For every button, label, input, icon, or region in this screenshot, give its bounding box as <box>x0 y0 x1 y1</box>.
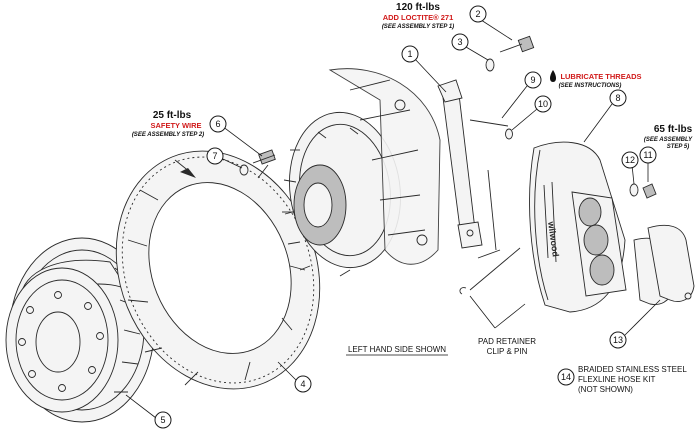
svg-text:PAD RETAINER: PAD RETAINER <box>478 337 536 346</box>
nut-torque-note: 65 ft-lbs (SEE ASSEMBLY STEP 5) <box>644 124 693 150</box>
svg-text:(SEE ASSEMBLY: (SEE ASSEMBLY <box>644 137 693 143</box>
rotor-bolt-part-6 <box>252 149 276 165</box>
caliper-stud-part-9 <box>469 119 509 259</box>
bolt-torque-note: 120 ft-lbs ADD LOCTITE® 271 (SEE ASSEMBL… <box>382 2 454 30</box>
svg-text:(NOT SHOWN): (NOT SHOWN) <box>578 385 633 394</box>
svg-text:SAFETY WIRE: SAFETY WIRE <box>150 121 201 130</box>
svg-text:7: 7 <box>212 151 217 161</box>
lubricate-note: LUBRICATE THREADS (SEE INSTRUCTIONS) <box>550 70 642 89</box>
callout-14: 14 <box>557 368 575 386</box>
pad-retainer-label: PAD RETAINER CLIP & PIN <box>478 337 536 356</box>
svg-text:65 ft-lbs: 65 ft-lbs <box>654 124 693 135</box>
caliper-part-8: wilwood <box>529 141 627 313</box>
svg-text:25 ft-lbs: 25 ft-lbs <box>153 110 192 121</box>
svg-text:9: 9 <box>530 75 535 85</box>
caliper-nut-part-11 <box>642 183 657 199</box>
rotor-washer-part-7 <box>239 164 249 176</box>
side-shown-label: LEFT HAND SIDE SHOWN <box>346 345 448 356</box>
callout-13: 13 <box>609 331 627 349</box>
caliper-bracket-part-1 <box>437 79 483 249</box>
svg-text:3: 3 <box>457 37 462 47</box>
callout-4: 4 <box>294 375 312 393</box>
svg-text:STEP 5): STEP 5) <box>667 144 689 150</box>
callout-10: 10 <box>534 95 552 113</box>
svg-text:CLIP & PIN: CLIP & PIN <box>487 347 528 356</box>
pad-retainer-pin <box>459 247 521 295</box>
svg-text:1: 1 <box>407 49 412 59</box>
hose-kit-label: BRAIDED STAINLESS STEEL FLEXLINE HOSE KI… <box>578 365 687 394</box>
svg-text:(SEE INSTRUCTIONS): (SEE INSTRUCTIONS) <box>559 83 622 89</box>
bracket-washer-part-3 <box>485 58 495 72</box>
mounting-plate <box>328 68 441 265</box>
svg-text:(SEE ASSEMBLY STEP 1): (SEE ASSEMBLY STEP 1) <box>382 24 454 30</box>
callout-7: 7 <box>206 147 224 165</box>
callout-8: 8 <box>609 89 627 107</box>
callout-11: 11 <box>639 146 657 164</box>
drum-bolt-holes <box>18 291 104 392</box>
svg-text:10: 10 <box>538 99 548 109</box>
callout-3: 3 <box>451 33 469 51</box>
svg-text:(SEE ASSEMBLY STEP 2): (SEE ASSEMBLY STEP 2) <box>132 132 204 138</box>
svg-text:120 ft-lbs: 120 ft-lbs <box>396 2 440 13</box>
svg-text:13: 13 <box>613 335 623 345</box>
rotor-torque-note: 25 ft-lbs SAFETY WIRE (SEE ASSEMBLY STEP… <box>132 110 204 138</box>
svg-text:6: 6 <box>215 119 220 129</box>
svg-text:11: 11 <box>643 150 652 160</box>
svg-text:ADD LOCTITE® 271: ADD LOCTITE® 271 <box>383 13 454 22</box>
svg-text:5: 5 <box>160 415 165 425</box>
callout-6: 6 <box>209 115 227 133</box>
bracket-bolt-part-2 <box>499 35 535 53</box>
hub-assembly <box>282 111 401 277</box>
svg-text:14: 14 <box>561 372 571 382</box>
rotor-part-4 <box>115 150 321 390</box>
svg-text:4: 4 <box>300 379 305 389</box>
leader-lines <box>125 17 661 419</box>
callout-2: 2 <box>469 5 487 23</box>
callout-12: 12 <box>621 151 639 169</box>
svg-text:2: 2 <box>475 9 480 19</box>
oil-drop-icon <box>550 70 556 82</box>
caliper-washer-part-10 <box>505 128 513 140</box>
callout-5: 5 <box>154 411 172 429</box>
svg-text:LUBRICATE THREADS: LUBRICATE THREADS <box>560 72 641 81</box>
drum-hat-part-5 <box>5 237 155 423</box>
callout-1: 1 <box>401 45 419 63</box>
caliper-washer-part-12 <box>629 183 639 197</box>
svg-text:12: 12 <box>625 155 635 165</box>
wheel-studs <box>282 127 359 277</box>
svg-text:BRAIDED STAINLESS STEEL: BRAIDED STAINLESS STEEL <box>578 365 687 374</box>
svg-text:LEFT HAND SIDE SHOWN: LEFT HAND SIDE SHOWN <box>348 345 446 354</box>
brake-pads-part-13 <box>633 224 695 305</box>
svg-text:8: 8 <box>615 93 620 103</box>
callout-9: 9 <box>524 71 542 89</box>
svg-text:FLEXLINE HOSE KIT: FLEXLINE HOSE KIT <box>578 375 655 384</box>
